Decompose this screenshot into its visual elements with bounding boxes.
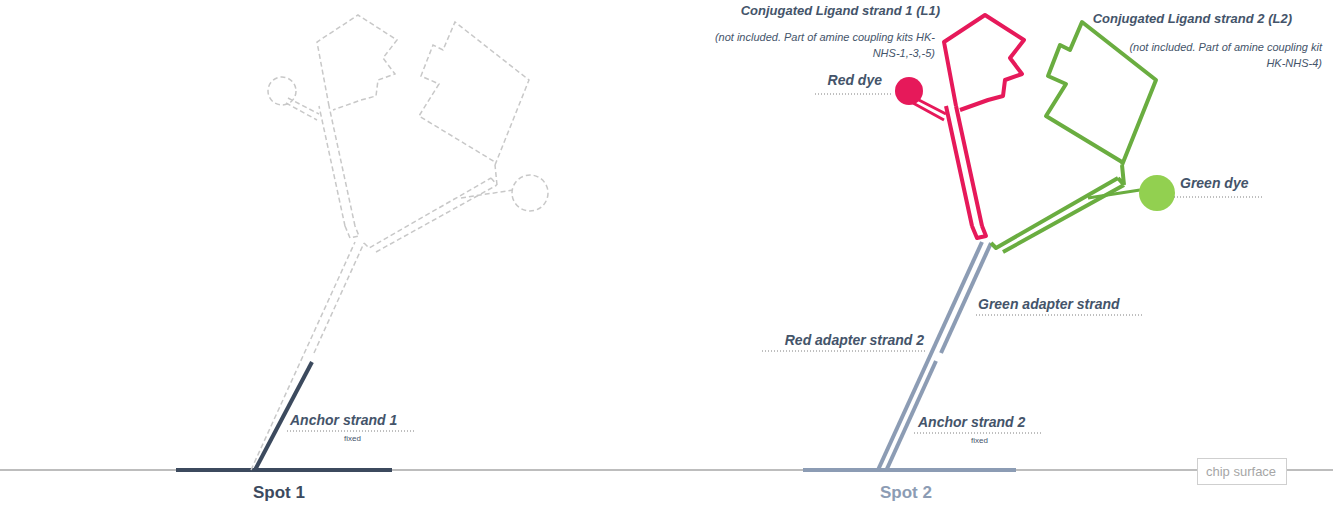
dye-label: Green dye xyxy=(1180,175,1248,192)
fixed-note: fixed xyxy=(344,434,361,444)
fixed-note: fixed xyxy=(971,436,988,446)
spot-label: Spot 1 xyxy=(253,483,305,503)
strand-label: Anchor strand 1 xyxy=(290,412,397,429)
ligand-note: (not included. Part of amine coupling ki… xyxy=(1116,40,1322,72)
ligand-note: (not included. Part of amine coupling ki… xyxy=(707,30,935,62)
strand-label: Green adapter strand xyxy=(978,296,1120,313)
dye-label: Red dye xyxy=(828,72,882,89)
strand-label: Anchor strand 2 xyxy=(918,414,1025,431)
ligand-title: Conjugated Ligand strand 1 (L1) xyxy=(741,3,940,19)
surface-text: chip surface xyxy=(1206,464,1278,479)
spot-label: Spot 2 xyxy=(880,483,932,503)
ligand-title: Conjugated Ligand strand 2 (L2) xyxy=(1093,11,1292,27)
surface-tag: chip surface xyxy=(1197,458,1287,485)
strand-label: Red adapter strand 2 xyxy=(785,332,924,349)
